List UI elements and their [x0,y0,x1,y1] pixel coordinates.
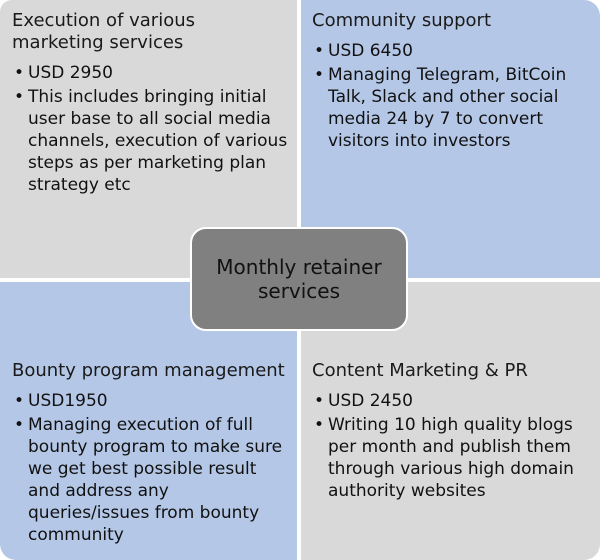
bullet-icon: • [14,87,25,107]
description-bullet: •This includes bringing initial user bas… [14,87,288,195]
quadrant-title: Content Marketing & PR [312,360,528,381]
price-bullet: •USD1950 [14,391,108,411]
center-label: Monthly retainer services [216,255,382,303]
bullet-list: •USD 2950 •This includes bringing initia… [12,62,290,196]
quadrant-title: Execution of various marketing services [12,10,196,53]
bullet-icon: • [314,65,325,85]
description-bullet: •Writing 10 high quality blogs per month… [314,415,574,501]
bullet-list: •USD 2450 •Writing 10 high quality blogs… [312,390,590,502]
quadrant-community-support: Community support •USD 6450 •Managing Te… [300,0,600,280]
bullet-icon: • [14,415,25,435]
quadrant-title: Community support [312,10,492,31]
description-bullet: •Managing execution of full bounty progr… [14,415,283,545]
bullet-icon: • [314,415,325,435]
bullet-list: •USD1950 •Managing execution of full bou… [12,390,290,546]
quadrant-title: Bounty program management [12,360,285,381]
price-bullet: •USD 2450 [314,391,413,411]
bullet-icon: • [14,391,25,411]
quadrant-marketing-execution: Execution of various marketing services … [0,0,300,280]
price-bullet: •USD 2950 [14,63,113,83]
bullet-icon: • [314,41,325,61]
price-bullet: •USD 6450 [314,41,413,61]
description-bullet: •Managing Telegram, BitCoin Talk, Slack … [314,65,567,151]
bullet-icon: • [14,63,25,83]
bullet-list: •USD 6450 •Managing Telegram, BitCoin Ta… [312,40,590,152]
center-label-box: Monthly retainer services [190,227,408,331]
bullet-icon: • [314,391,325,411]
